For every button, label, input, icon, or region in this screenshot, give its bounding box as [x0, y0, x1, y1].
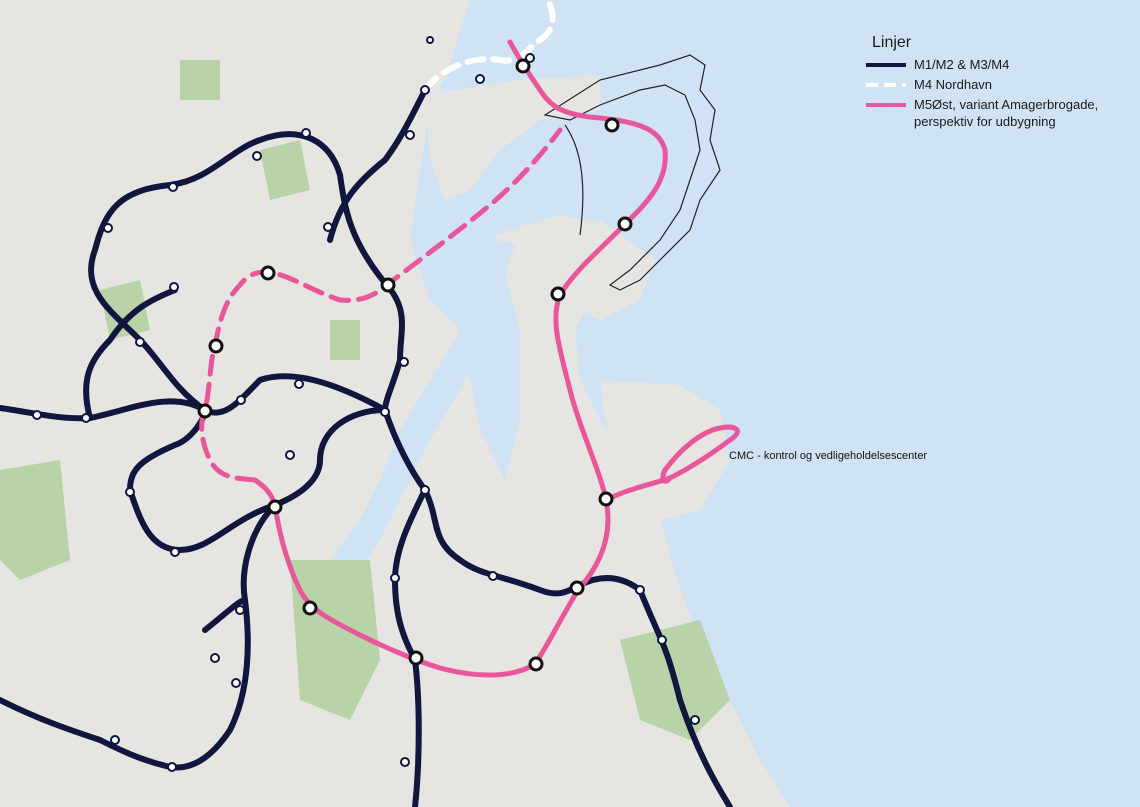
m4-north: [327, 87, 428, 243]
land-cmc-island: [600, 380, 730, 520]
legend-label: M5Øst, variant Amagerbrogade, perspektiv…: [914, 97, 1099, 129]
legend-item-m5-ost: M5Øst, variant Amagerbrogade, perspektiv…: [866, 96, 1136, 136]
m-northwest: [83, 287, 178, 421]
land-mainland: [0, 0, 575, 807]
land-refshaleoen: [520, 220, 655, 320]
legend-item-m1-m2-m3-m4: M1/M2 & M3/M4: [866, 56, 1136, 76]
m3-ring-west: [127, 407, 388, 553]
legend-label: M4 Nordhavn: [914, 77, 993, 92]
coast-outline: [543, 54, 721, 291]
m-southwest: [0, 502, 278, 771]
legend-label: M1/M2 & M3/M4: [914, 57, 1010, 72]
m-south-amager: [412, 657, 422, 807]
m-southwest-branch: [202, 597, 248, 633]
legend-swatch-dashed: [866, 83, 906, 87]
stations-small: [32, 36, 700, 772]
stations-m5: [197, 58, 633, 672]
harbour-channel: [300, 240, 515, 640]
legend-title: Linjer: [872, 34, 912, 51]
green-areas: [0, 60, 730, 740]
map-legend: Linjer M1/M2 & M3/M4 M4 Nordhavn M5Øst, …: [866, 34, 1136, 136]
legend-swatch-dark: [866, 63, 906, 67]
cmc-annotation: CMC - kontrol og vedligeholdelsescenter: [729, 450, 928, 462]
coast-outline-arc: [564, 124, 584, 236]
legend-item-m4-nordhavn: M4 Nordhavn: [866, 76, 1136, 96]
legend-swatch-pink: [866, 103, 906, 107]
